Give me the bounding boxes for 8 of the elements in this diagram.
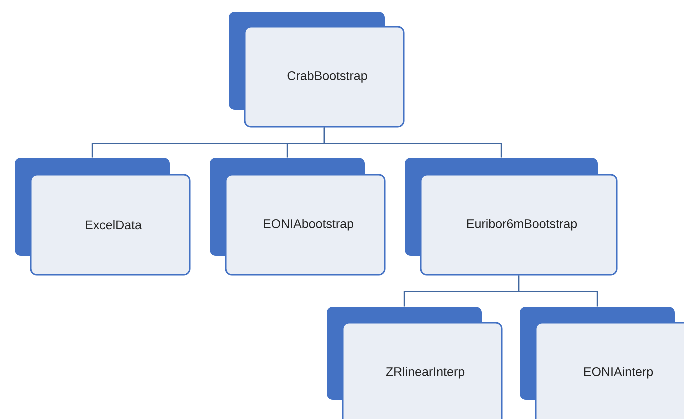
process-box: CrabBootstrap — [229, 12, 405, 128]
process-box: EONIAbootstrap — [210, 158, 386, 276]
process-box: Euribor6mBootstrap — [405, 158, 618, 276]
process-box: ZRlinearInterp — [327, 307, 503, 419]
connector-line — [324, 128, 502, 158]
process-box: EONIAinterp — [520, 307, 684, 419]
process-box: ExcelData — [15, 158, 191, 276]
connector-line — [518, 276, 598, 307]
